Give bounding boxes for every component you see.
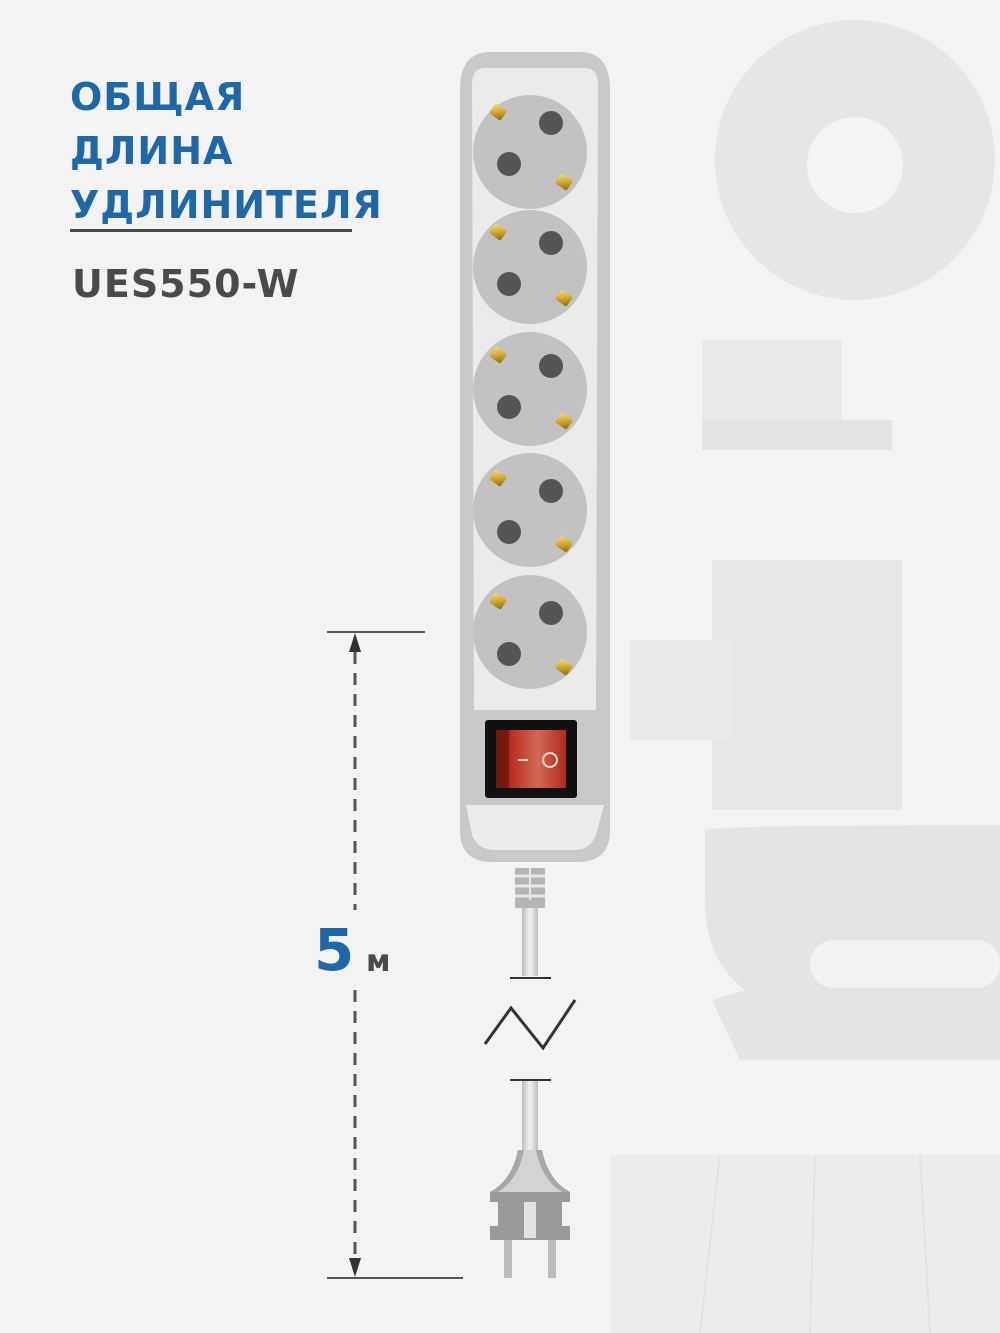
power-switch-icon bbox=[485, 720, 577, 798]
length-value: 5 bbox=[314, 916, 355, 984]
title-line-1: ОБЩАЯ bbox=[70, 75, 246, 119]
length-unit: м bbox=[366, 944, 391, 979]
page-title: ОБЩАЯ ДЛИНА УДЛИНИТЕЛЯ bbox=[70, 70, 383, 232]
title-line-2: ДЛИНА bbox=[70, 129, 234, 173]
socket-icon bbox=[473, 453, 587, 567]
socket-icon bbox=[473, 575, 587, 689]
plug-icon bbox=[490, 1150, 570, 1278]
title-divider bbox=[70, 229, 352, 232]
model-name: UES550-W bbox=[72, 262, 300, 306]
socket-icon bbox=[473, 210, 587, 324]
socket-icon bbox=[473, 95, 587, 209]
cord-break-icon bbox=[483, 999, 577, 1051]
title-line-3: УДЛИНИТЕЛЯ bbox=[70, 183, 383, 227]
socket-icon bbox=[473, 332, 587, 446]
